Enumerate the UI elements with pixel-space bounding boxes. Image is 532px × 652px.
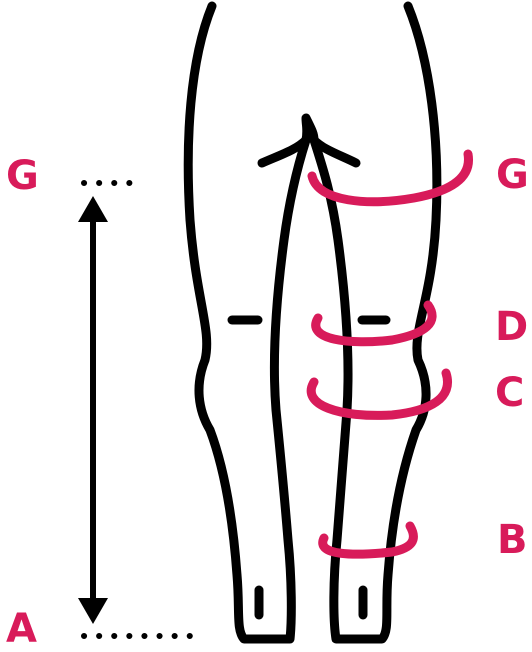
crotch-curve xyxy=(301,113,319,145)
label-left-g: G xyxy=(6,153,39,199)
label-right-d: D xyxy=(495,304,529,350)
ring-c xyxy=(306,368,452,420)
label-right-c: C xyxy=(495,370,525,416)
ring-g xyxy=(307,149,473,207)
right-leg-outline xyxy=(309,1,442,644)
ring-b xyxy=(318,521,418,559)
inner-thigh-left xyxy=(257,135,311,168)
inner-thigh-right xyxy=(309,135,361,168)
ring-d xyxy=(311,300,437,347)
height-arrow xyxy=(78,196,108,624)
label-right-g: G xyxy=(496,152,529,198)
label-left-a: A xyxy=(6,606,37,652)
left-leg-outline xyxy=(183,1,311,644)
label-right-b: B xyxy=(497,517,528,563)
